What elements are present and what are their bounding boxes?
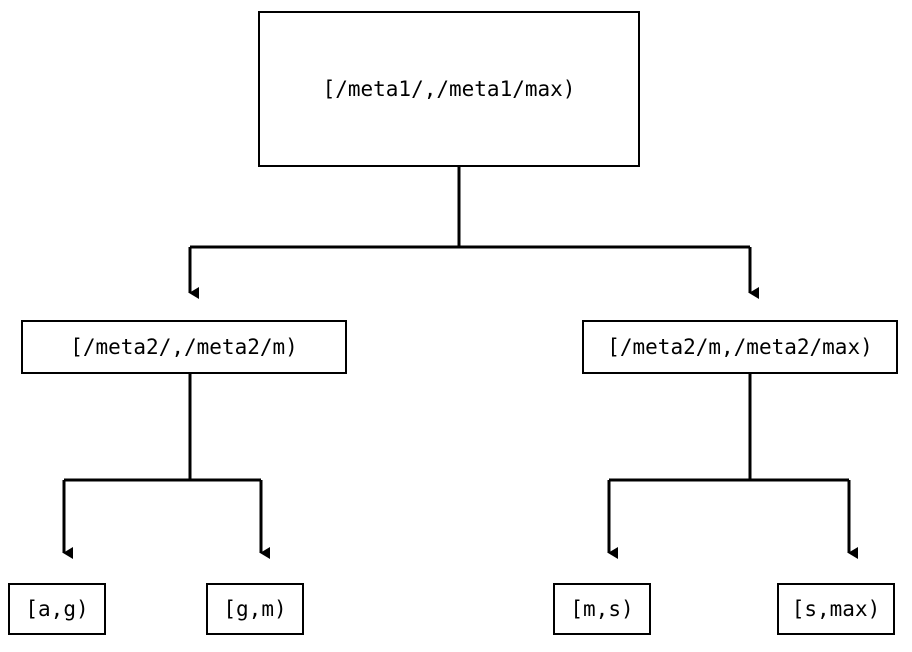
edge-left-mid-to-leaves xyxy=(62,374,270,559)
node-leaf-g-m-label: [g,m) xyxy=(223,596,287,621)
node-leaf-a-g-label: [a,g) xyxy=(25,596,89,621)
node-right-mid[interactable]: [/meta2/m,/meta2/max) xyxy=(582,320,898,374)
edge-root-to-level2 xyxy=(188,167,759,299)
node-root-label: [/meta1/,/meta1/max) xyxy=(322,76,576,101)
node-left-mid-label: [/meta2/,/meta2/m) xyxy=(70,334,298,359)
edge-right-mid-to-leaves xyxy=(607,374,858,559)
node-leaf-s-max-label: [s,max) xyxy=(791,596,881,621)
node-leaf-m-s[interactable]: [m,s) xyxy=(553,583,651,635)
node-leaf-s-max[interactable]: [s,max) xyxy=(777,583,895,635)
node-root[interactable]: [/meta1/,/meta1/max) xyxy=(258,11,640,167)
node-leaf-g-m[interactable]: [g,m) xyxy=(206,583,304,635)
node-leaf-m-s-label: [m,s) xyxy=(570,596,634,621)
node-left-mid[interactable]: [/meta2/,/meta2/m) xyxy=(21,320,347,374)
node-right-mid-label: [/meta2/m,/meta2/max) xyxy=(607,334,873,359)
node-leaf-a-g[interactable]: [a,g) xyxy=(8,583,106,635)
